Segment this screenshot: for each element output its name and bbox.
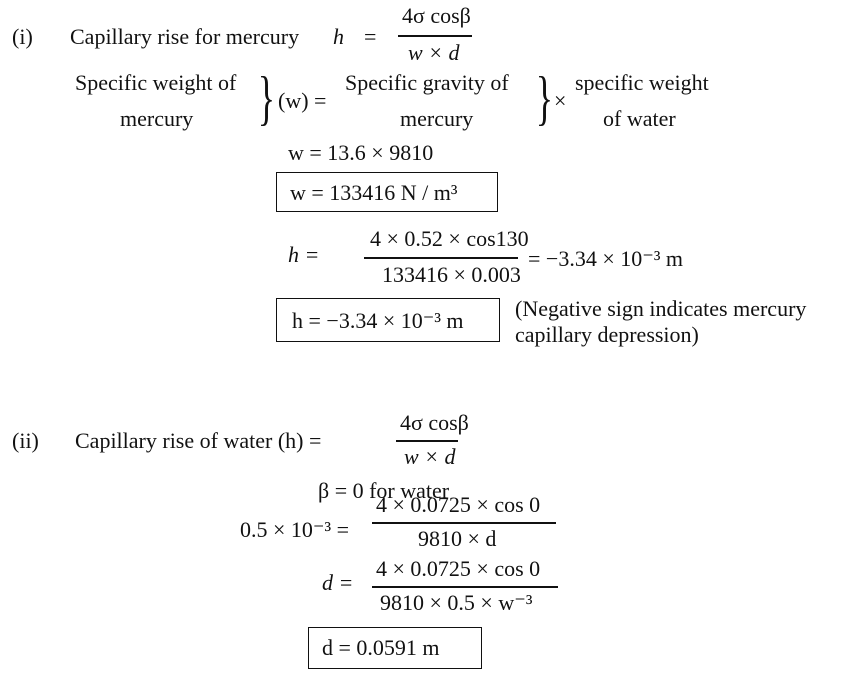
fraction-line xyxy=(372,522,556,524)
note-line-2: capillary depression) xyxy=(515,322,699,347)
def-mid-1: Specific gravity of xyxy=(345,70,509,95)
brace: } xyxy=(257,65,276,131)
def-right-2: of water xyxy=(603,106,676,131)
part-ii-label: (ii) xyxy=(12,428,39,453)
eq-lhs: 0.5 × 10⁻³ = xyxy=(240,517,350,542)
def-mid-2: mercury xyxy=(400,106,474,131)
d-lhs: d = xyxy=(322,570,354,595)
d-denominator: 9810 × 0.5 × w⁻³ xyxy=(380,590,533,615)
h-denominator: 133416 × 0.003 xyxy=(382,262,521,287)
part-i-eq: = xyxy=(364,24,377,49)
w-calc: w = 13.6 × 9810 xyxy=(288,140,434,165)
part-i-title: Capillary rise for mercury xyxy=(70,24,300,49)
def-w: (w) = xyxy=(278,88,327,113)
h-rhs: = −3.34 × 10⁻³ m xyxy=(528,246,684,271)
fraction-line xyxy=(396,440,458,442)
formula-numerator: 4σ cosβ xyxy=(400,410,469,435)
part-i-h-var: h xyxy=(333,24,344,49)
fraction-line xyxy=(398,35,472,37)
def-left-1: Specific weight of xyxy=(75,70,237,95)
result-box xyxy=(308,627,482,669)
w-result: w = 133416 N / m³ xyxy=(290,180,458,205)
part-ii-title: Capillary rise of water (h) = xyxy=(75,428,322,453)
result-box xyxy=(276,172,498,212)
d-numerator: 4 × 0.0725 × cos 0 xyxy=(376,556,541,581)
result-box xyxy=(276,298,500,342)
h-result: h = −3.34 × 10⁻³ m xyxy=(292,308,464,333)
note-line-1: (Negative sign indicates mercury xyxy=(515,296,807,321)
formula-denominator: w × d xyxy=(404,444,456,469)
def-left-2: mercury xyxy=(120,106,194,131)
eq-numerator: 4 × 0.0725 × cos 0 xyxy=(376,492,541,517)
fraction-line xyxy=(364,257,518,259)
part-i-label: (i) xyxy=(12,24,33,49)
def-times: × xyxy=(554,88,567,113)
brace: } xyxy=(535,65,554,131)
d-result: d = 0.0591 m xyxy=(322,635,440,660)
def-right-1: specific weight xyxy=(575,70,709,95)
h-numerator: 4 × 0.52 × cos130 xyxy=(370,226,529,251)
beta-condition: β = 0 for water xyxy=(318,478,450,503)
eq-denominator: 9810 × d xyxy=(418,526,497,551)
formula-numerator: 4σ cosβ xyxy=(402,3,471,28)
h-lhs: h = xyxy=(288,242,320,267)
formula-denominator: w × d xyxy=(408,40,460,65)
fraction-line xyxy=(372,586,558,588)
